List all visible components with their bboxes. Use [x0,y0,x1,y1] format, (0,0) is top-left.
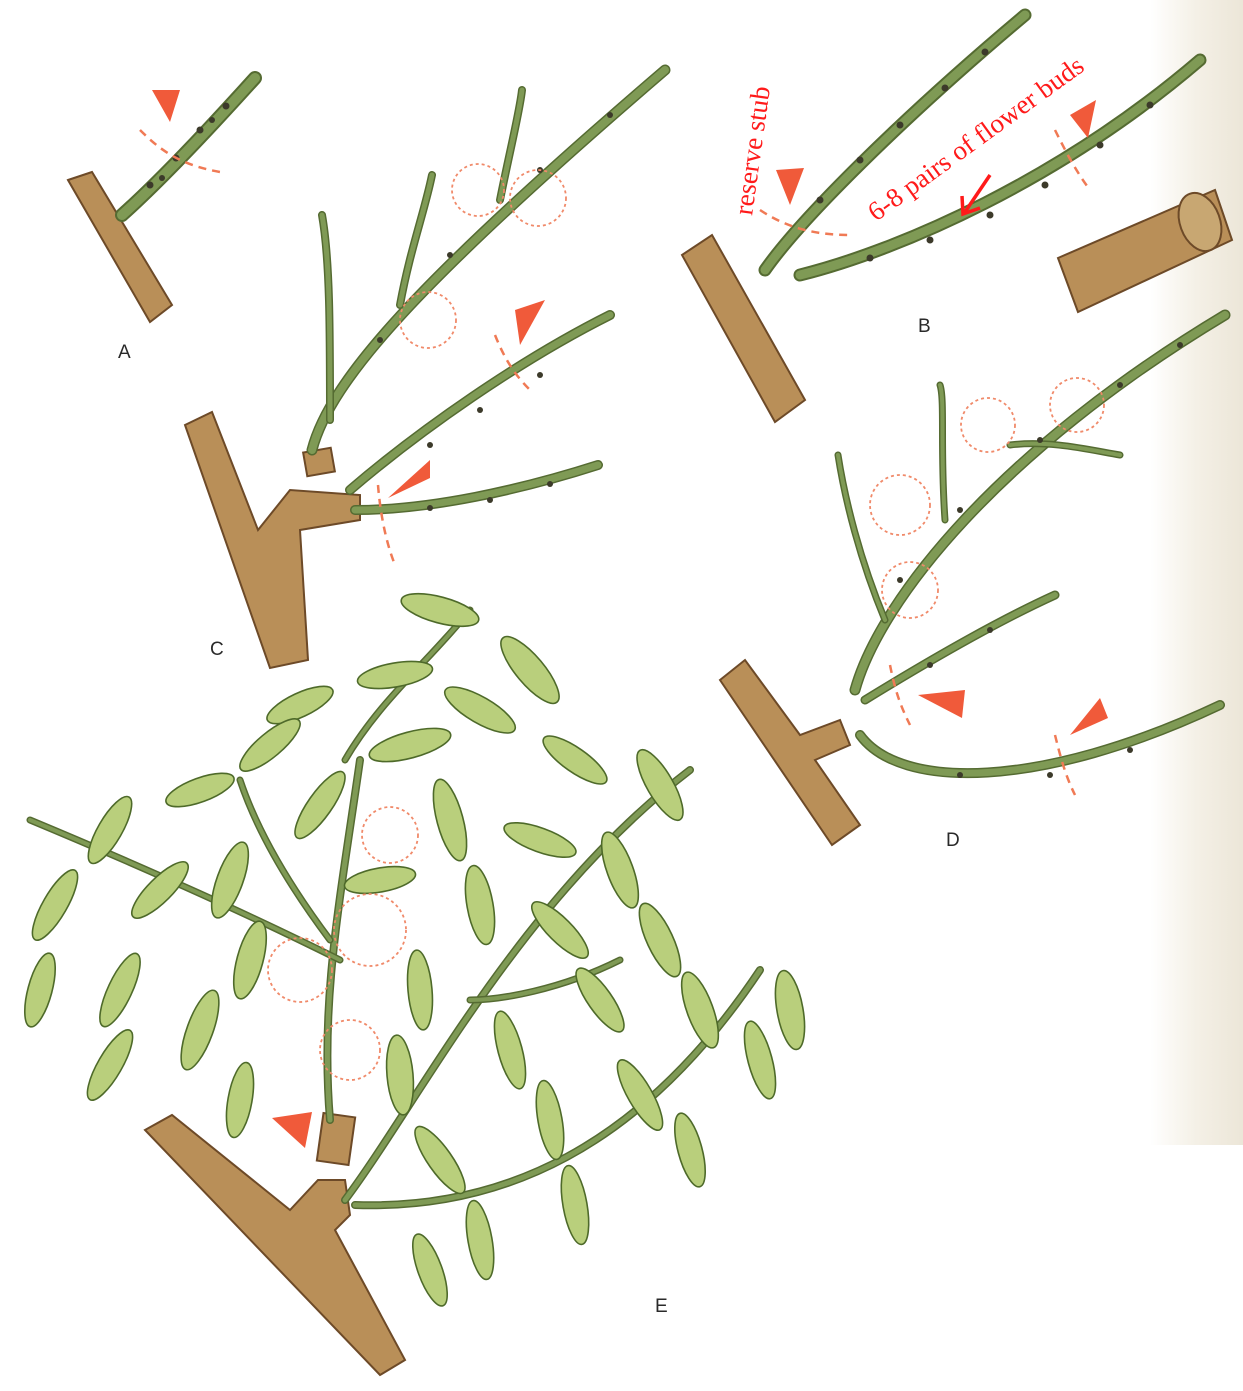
panel-b-branch [682,235,805,422]
panel-b-cut-marker-2 [1070,100,1096,138]
panel-e-branch [145,1115,405,1375]
panel-a-branch [68,172,172,322]
panel-d-cut-marker-2 [1070,698,1108,735]
panel-label-c: C [210,639,224,660]
panel-label-a: A [118,342,131,363]
panel-c-branch [185,412,360,668]
panel-c-drawing [185,70,665,668]
panel-e-cut-marker [272,1112,312,1148]
panel-a-cut-marker [152,90,180,122]
panel-e-stub [317,1113,355,1165]
panel-label-b: B [918,316,931,337]
panel-label-d: D [946,830,960,851]
panel-d-cut-marker-1 [918,690,965,718]
panel-d-main-shoot [855,315,1225,690]
panel-c-cut-marker-1 [515,300,545,345]
panel-label-e: E [655,1296,668,1317]
panel-c-cut-line-2 [378,485,395,565]
panel-b-cut-marker-1 [776,168,804,205]
panel-e-drawing [19,587,810,1375]
panel-d-branch [720,660,860,845]
panel-c-cut-marker-2 [388,460,430,498]
panel-a-drawing [68,78,255,322]
annotation-reserve-stub: reserve stub [728,84,776,217]
panel-c-main-shoot [312,70,665,450]
